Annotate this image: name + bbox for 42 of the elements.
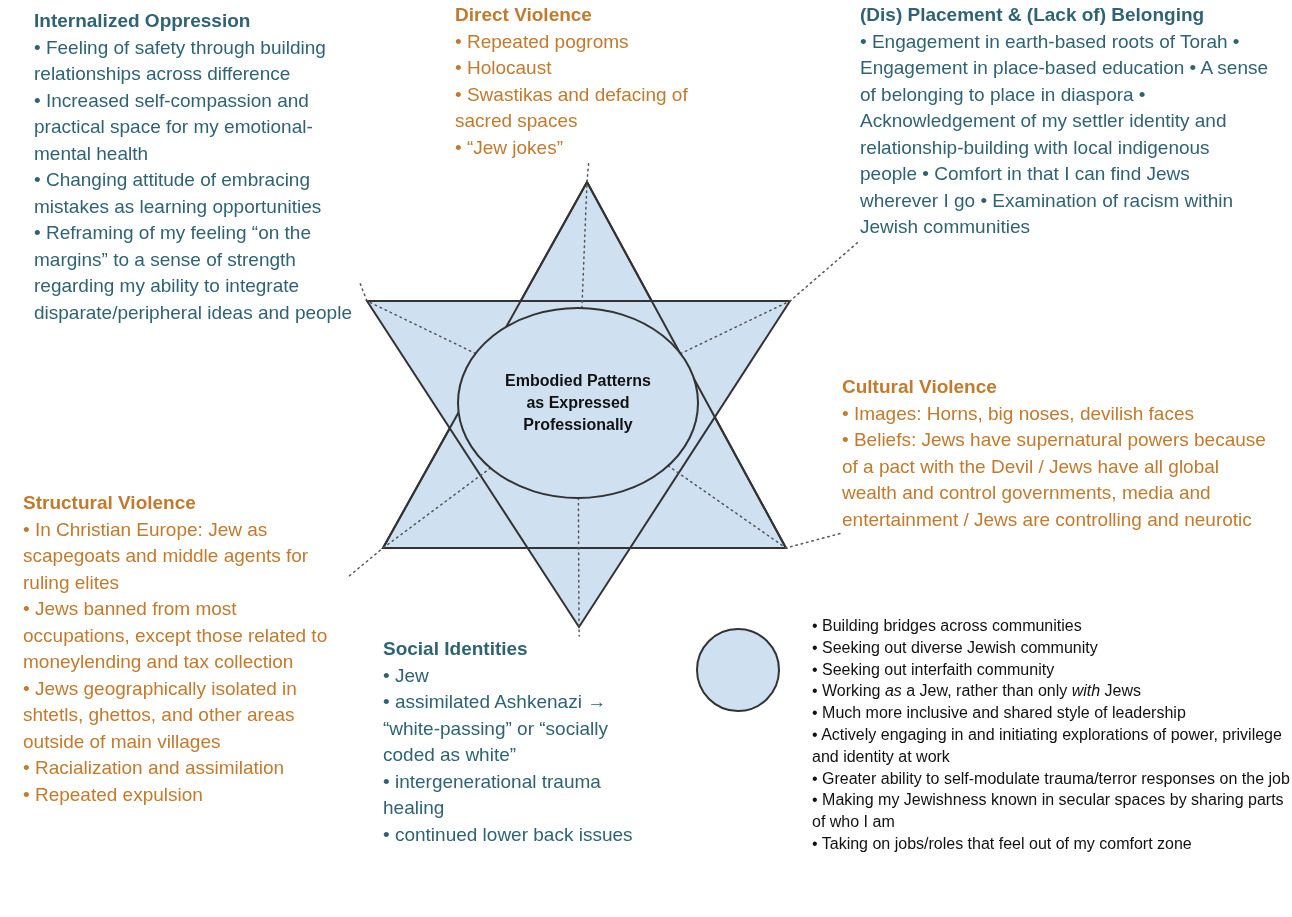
- bullet-item: • Engagement in earth-based roots of Torah • Engagement in place-based education • A sense of belonging to place in diaspora • Acknowledgement of my settler identity and relationship-building with local indigenous people • Comfort in that I can find Jews wherever I go • Examination of racism within Jewish communities: [860, 29, 1270, 239]
- center-ellipse: [457, 307, 699, 499]
- bullet-item: • Holocaust: [455, 56, 553, 80]
- bullet-item: • Seeking out interfaith community: [812, 659, 1056, 680]
- bullet-item: • In Christian Europe: Jew as scapegoats and middle agents for ruling elites: [23, 517, 310, 595]
- bullet-item: • Racialization and assimilation: [23, 756, 286, 780]
- bullet-item: • Jews banned from most occupations, except those related to moneylending and tax collection: [23, 597, 329, 674]
- bullet-item: • Reframing of my feeling “on the margins” to a sense of strength regarding my ability to integrate disparate/peripheral ideas and people: [34, 221, 353, 325]
- bullet-item: • Repeated expulsion: [23, 782, 204, 807]
- bullet-item: • Repeated pogroms: [455, 29, 630, 54]
- bullet-item: • “Jew jokes”: [455, 135, 564, 160]
- bullet-item: • Actively engaging in and initiating explorations of power, privilege and identity at work: [812, 725, 1283, 767]
- bullet-item: • Beliefs: Jews have supernatural powers because of a pact with the Devil / Jews have all global wealth and control governments, media and entertainment / Jews are controlling and neurotic: [842, 428, 1267, 532]
- leader-line: [347, 467, 492, 578]
- section-heading: Internalized Oppression: [34, 9, 252, 33]
- leader-line: [577, 497, 580, 637]
- leader-line: [667, 465, 843, 549]
- center-label: Embodied Patterns as Expressed Professionally: [504, 371, 652, 435]
- bullet-item: • Much more inclusive and shared style of leadership: [812, 703, 1187, 724]
- bullet-item: • Building bridges across communities: [812, 616, 1083, 636]
- circle-marker: [696, 628, 780, 712]
- section-heading: Structural Violence: [23, 491, 197, 515]
- section-heading: Cultural Violence: [842, 375, 998, 399]
- bullet-item: • Feeling of safety through building relationships across difference: [34, 35, 327, 86]
- bullet-item: • intergenerational trauma healing: [383, 769, 602, 820]
- section-heading: Direct Violence: [455, 3, 593, 27]
- bullet-item: • Taking on jobs/roles that feel out of my comfort zone: [812, 833, 1193, 854]
- bullet-item: • Making my Jewishness known in secular spaces by sharing parts of who I am: [812, 790, 1285, 833]
- leader-line: [581, 160, 590, 309]
- bullet-item: • Swastikas and defacing of sacred spaces: [455, 82, 689, 133]
- section-heading: (Dis) Placement & (Lack of) Belonging: [860, 3, 1206, 27]
- section-heading: Social Identities: [383, 637, 529, 661]
- bullet-item: • Images: Horns, big noses, devilish faces: [842, 401, 1195, 426]
- bullet-item: • Changing attitude of embracing mistakes as learning opportunities: [34, 168, 323, 219]
- bullet-item: • Working as a Jew, rather than only with Jews: [812, 681, 1143, 702]
- bullet-item: • continued lower back issues: [383, 822, 633, 847]
- bullet-item: • assimilated Ashkenazi → “white-passing” or “socially coded as white”: [383, 690, 609, 767]
- bullet-item: • Greater ability to self-modulate trauma/terror responses on the job: [812, 768, 1290, 789]
- bullet-item: • Seeking out diverse Jewish community: [812, 637, 1099, 658]
- bullet-item: • Increased self-compassion and practical space for my emotional-mental health: [34, 88, 314, 166]
- bullet-item: • Jew: [383, 663, 430, 688]
- bullet-item: • Jews geographically isolated in shtetls, ghettos, and other areas outside of main villages: [23, 676, 298, 754]
